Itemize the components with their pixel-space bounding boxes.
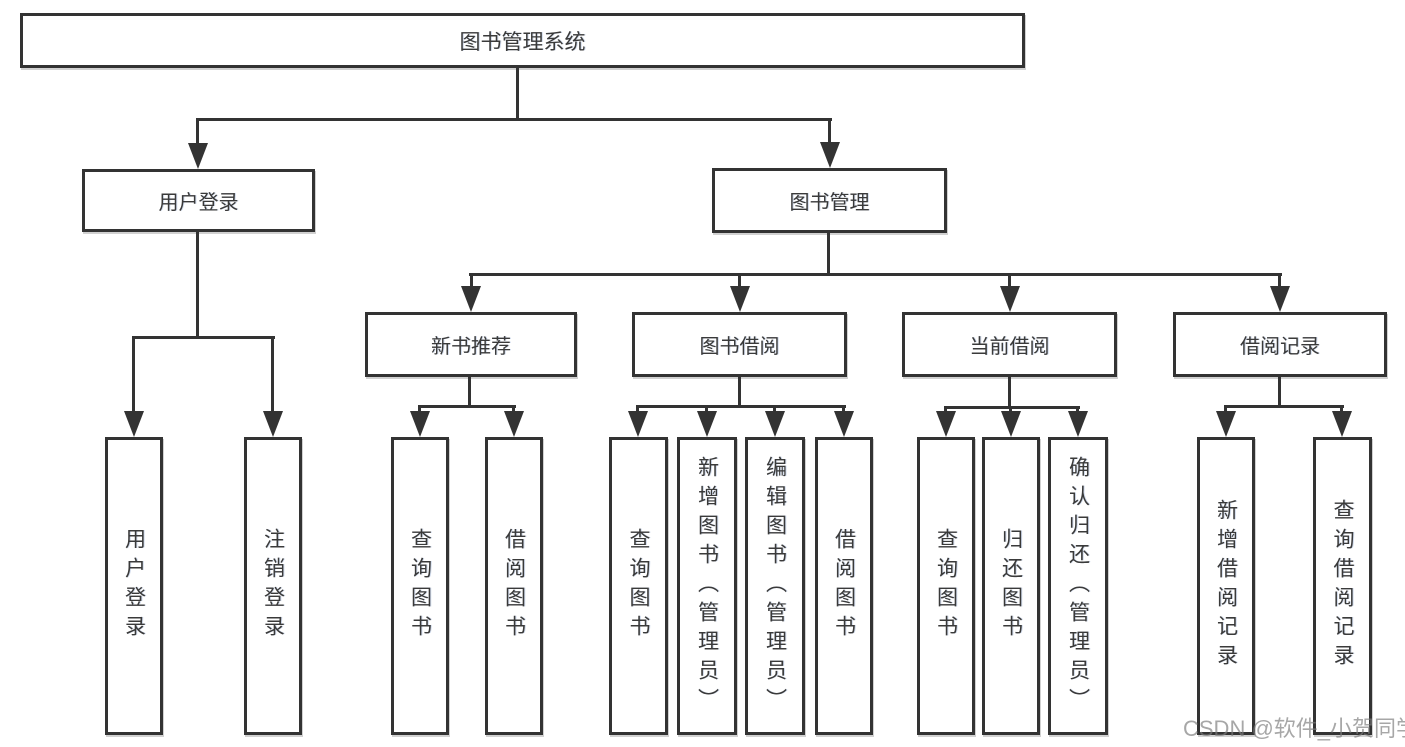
node-label: 用户登录 (122, 528, 146, 644)
connector-current-borrowing-horizontal (944, 406, 1080, 409)
node-current-borrowing: 当前借阅 (902, 312, 1117, 377)
connector-stem (271, 338, 274, 413)
node-label: 新增图书（管理员） (695, 455, 719, 717)
connector-book-management-horizontal (469, 273, 1282, 276)
node-user-login: 用户登录 (82, 169, 315, 232)
connector-root-horizontal (196, 118, 832, 121)
node-label: 归还图书 (999, 528, 1023, 644)
node-label: 查询借阅记录 (1331, 499, 1354, 673)
node-root: 图书管理系统 (20, 13, 1025, 68)
node-label: 查询图书 (627, 528, 650, 644)
connector-stem (1008, 275, 1011, 288)
arrowhead-down-icon (461, 286, 481, 312)
node-leaf-query-books-borrowing: 查询图书 (609, 437, 668, 735)
connector-new-book-vertical (468, 375, 471, 408)
connector-stem (705, 407, 708, 413)
arrowhead-down-icon (1270, 286, 1290, 312)
node-leaf-query-books-current: 查询图书 (917, 437, 975, 735)
arrowhead-down-icon (124, 411, 144, 437)
arrowhead-down-icon (820, 142, 840, 168)
connector-root-vertical (516, 65, 519, 120)
node-leaf-add-books-admin: 新增图书（管理员） (677, 437, 737, 735)
node-leaf-edit-books-admin: 编辑图书（管理员） (745, 437, 805, 735)
node-leaf-borrow-books: 借阅图书 (815, 437, 873, 735)
node-leaf-query-books-recommend: 查询图书 (391, 437, 449, 735)
connector-stem (842, 407, 845, 413)
connector-stem (828, 118, 831, 144)
node-label: 图书管理 (789, 192, 870, 214)
arrowhead-down-icon (410, 411, 430, 437)
connector-stem (636, 407, 639, 413)
connector-user-login-horizontal (132, 336, 275, 339)
connector-user-login-vertical (196, 230, 199, 339)
connector-stem (1009, 408, 1012, 413)
arrowhead-down-icon (263, 411, 283, 437)
node-label: 注销登录 (261, 528, 285, 644)
csdn-watermark: CSDN @软件_小贺同学 (1183, 716, 1405, 741)
node-book-borrowing: 图书借阅 (632, 312, 847, 377)
node-label: 借阅图书 (502, 528, 526, 644)
connector-current-borrowing-vertical (1008, 375, 1011, 409)
node-leaf-borrow-books-recommend: 借阅图书 (485, 437, 543, 735)
connector-borrowing-records-vertical (1278, 375, 1281, 408)
node-label: 编辑图书（管理员） (763, 455, 787, 717)
node-leaf-logout: 注销登录 (244, 437, 302, 735)
arrowhead-down-icon (188, 143, 208, 169)
connector-stem (470, 275, 473, 288)
connector-stem (196, 118, 199, 145)
arrowhead-down-icon (1216, 411, 1236, 437)
arrowhead-down-icon (628, 411, 648, 437)
connector-stem (738, 275, 741, 288)
connector-book-borrowing-horizontal (636, 405, 846, 408)
node-new-book-recommend: 新书推荐 (365, 312, 577, 377)
connector-stem (773, 407, 776, 413)
node-label: 新增借阅记录 (1214, 499, 1238, 673)
node-leaf-confirm-return-admin: 确认归还（管理员） (1048, 437, 1108, 735)
node-label: 借阅图书 (832, 528, 856, 644)
connector-stem (132, 338, 135, 413)
connector-stem (1340, 407, 1343, 413)
node-label: 查询图书 (934, 528, 958, 644)
connector-book-management-vertical (827, 231, 830, 276)
connector-stem (1278, 275, 1281, 288)
arrowhead-down-icon (936, 411, 956, 437)
connector-stem (1224, 407, 1227, 413)
node-label: 图书管理系统 (459, 30, 586, 54)
connector-stem (512, 407, 515, 413)
node-leaf-return-books: 归还图书 (982, 437, 1040, 735)
arrowhead-down-icon (834, 411, 854, 437)
node-label: 当前借阅 (969, 336, 1050, 358)
node-label: 借阅记录 (1240, 336, 1320, 358)
node-label: 新书推荐 (431, 336, 511, 358)
arrowhead-down-icon (1068, 411, 1088, 437)
node-label: 用户登录 (158, 192, 239, 214)
arrowhead-down-icon (1000, 286, 1020, 312)
arrowhead-down-icon (697, 411, 717, 437)
connector-borrowing-records-horizontal (1224, 405, 1344, 408)
connector-new-book-horizontal (418, 405, 516, 408)
node-leaf-query-borrow-record: 查询借阅记录 (1313, 437, 1372, 735)
node-leaf-add-borrow-record: 新增借阅记录 (1197, 437, 1255, 735)
node-label: 图书借阅 (699, 336, 780, 358)
connector-stem (944, 408, 947, 413)
connector-stem (418, 407, 421, 413)
arrowhead-down-icon (504, 411, 524, 437)
arrowhead-down-icon (765, 411, 785, 437)
connector-book-borrowing-vertical (738, 375, 741, 408)
arrowhead-down-icon (1001, 411, 1021, 437)
node-label: 确认归还（管理员） (1066, 455, 1090, 717)
node-label: 查询图书 (408, 528, 432, 644)
node-leaf-user-login: 用户登录 (105, 437, 163, 735)
node-book-management: 图书管理 (712, 168, 947, 233)
arrowhead-down-icon (730, 286, 750, 312)
connector-stem (1076, 408, 1079, 413)
node-borrowing-records: 借阅记录 (1173, 312, 1387, 377)
arrowhead-down-icon (1332, 411, 1352, 437)
